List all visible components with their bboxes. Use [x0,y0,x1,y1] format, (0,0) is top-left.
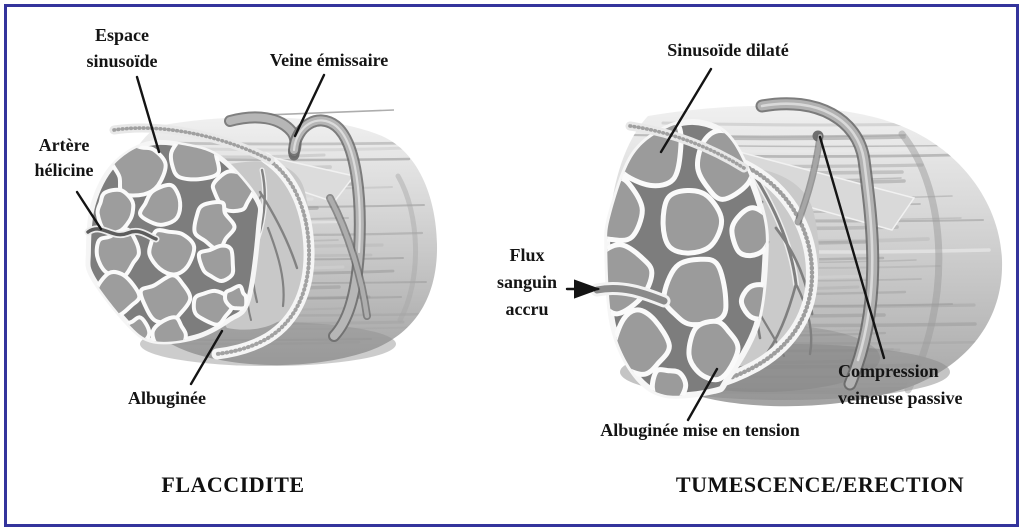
label-line: hélicine [34,160,94,180]
label-line: Espace [95,25,149,45]
leader-line-albuginee-tension [686,367,719,422]
label-sinusoide-dilate: Sinusoïde dilaté [638,37,818,63]
label-veine-emissaire: Veine émissaire [248,47,410,73]
label-line: Compression [838,361,939,381]
leader-line-sinusoide-dilate [659,67,713,154]
label-albuginee-tension: Albuginée mise en tension [570,417,830,443]
leader-line-veine-emissaire [293,73,326,138]
label-line: Albuginée [127,388,206,408]
tumescence-illustration [590,97,1003,407]
label-line: sanguin [496,272,558,292]
label-line: accru [505,299,549,319]
caption-flaccidite: FLACCIDITE [161,472,305,497]
albuginea-top-band [625,121,749,173]
caption-tumescence: TUMESCENCE/ERECTION [675,472,965,497]
label-line: Veine émissaire [269,50,389,70]
label-line: Albuginée mise en tension [600,420,800,440]
albuginea-cut-edge [211,152,315,360]
flaccid-illustration [84,109,438,366]
leader-line-artere-helicine [75,190,103,231]
label-line: Artère [38,135,90,155]
albuginea-cut-edge [694,160,819,393]
emissary-vein [224,111,419,342]
label-albuginee: Albuginée [107,385,227,411]
emissary-vein [755,97,943,394]
label-compression-veineuse: Compression veineuse passive [838,358,1008,412]
leader-line-espace-sinusoide [135,75,161,154]
label-line: Flux [509,245,545,265]
helicine-artery [84,225,160,243]
label-espace-sinusoide: Espace sinusoïde [66,22,178,74]
label-artere-helicine: Artère hélicine [14,133,114,183]
label-line: Sinusoïde dilaté [667,40,789,60]
leader-line-compression [818,135,886,360]
label-line: veineuse passive [838,388,963,408]
albuginea-top-band [109,123,275,165]
label-flux-sanguin: Flux sanguin accru [482,242,572,323]
cavernosal-artery [590,281,671,308]
label-line: sinusoïde [86,51,158,71]
annotation-lines [75,67,886,422]
leader-line-albuginee [189,329,224,386]
